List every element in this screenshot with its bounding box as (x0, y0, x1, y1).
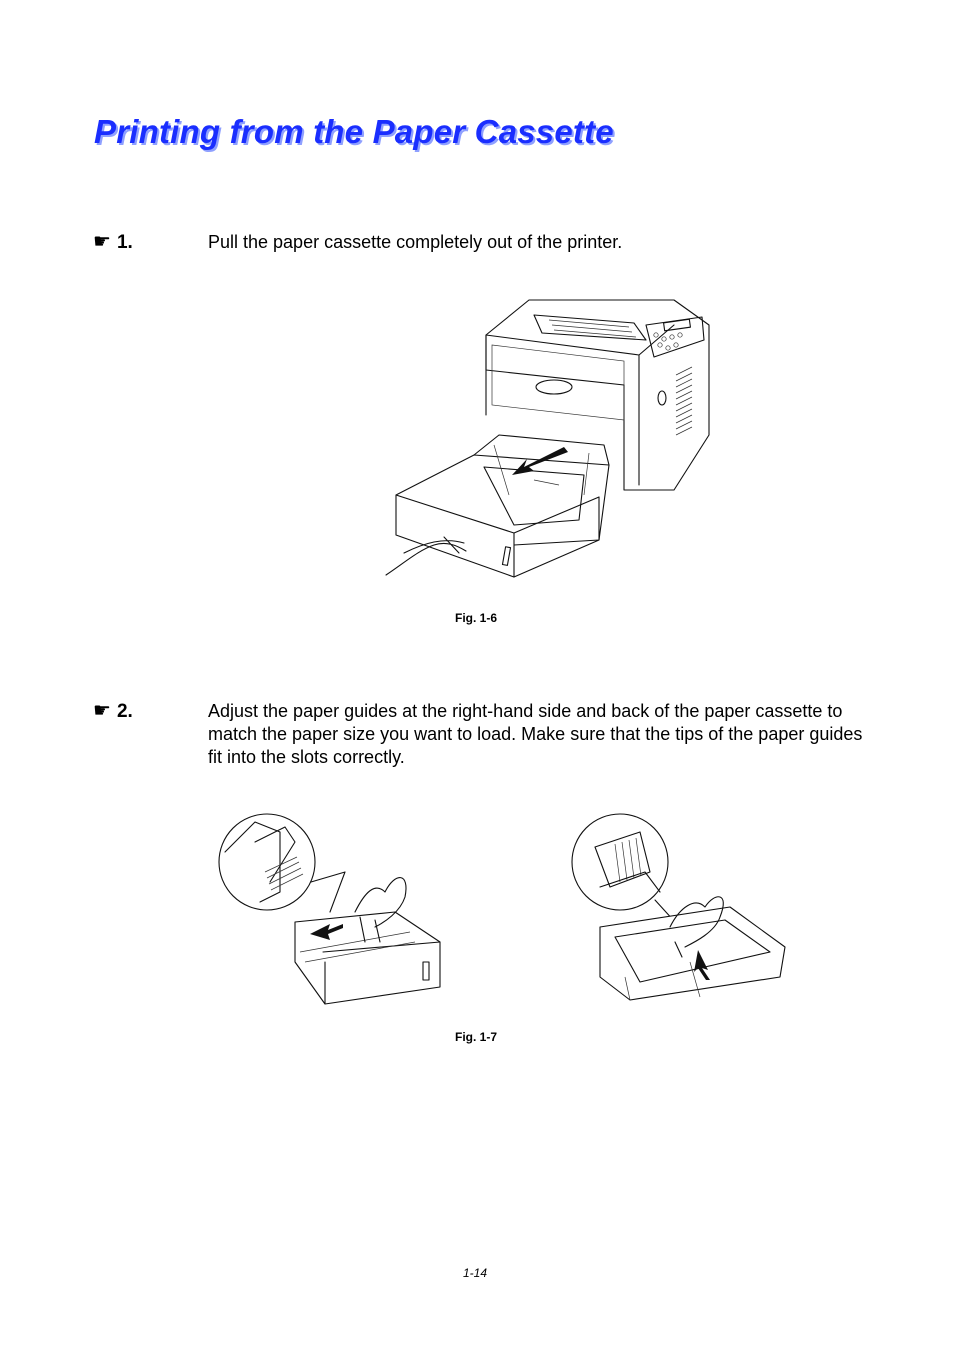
page-number: 1-14 (463, 1266, 488, 1280)
pointing-hand-icon: ☛ (93, 229, 111, 253)
step-2-marker: ☛2. (93, 698, 133, 723)
figure-1-7-caption: Fig. 1-7 (455, 1030, 498, 1044)
step-1-marker: ☛1. (93, 229, 133, 254)
side-guide-illustration (218, 813, 441, 1005)
step-2-number: 2. (116, 701, 133, 722)
figure-1-6-caption: Fig. 1-6 (455, 611, 498, 625)
step-1-text: Pull the paper cassette completely out o… (208, 232, 623, 252)
printer-cassette-illustration (385, 299, 710, 578)
pointing-hand-icon: ☛ (93, 698, 111, 722)
back-guide-illustration (571, 813, 786, 1001)
step-2-text: Adjust the paper guides at the right-han… (208, 701, 863, 767)
page-title: Printing from the Paper Cassette (94, 113, 614, 150)
step-1-number: 1. (116, 232, 133, 253)
